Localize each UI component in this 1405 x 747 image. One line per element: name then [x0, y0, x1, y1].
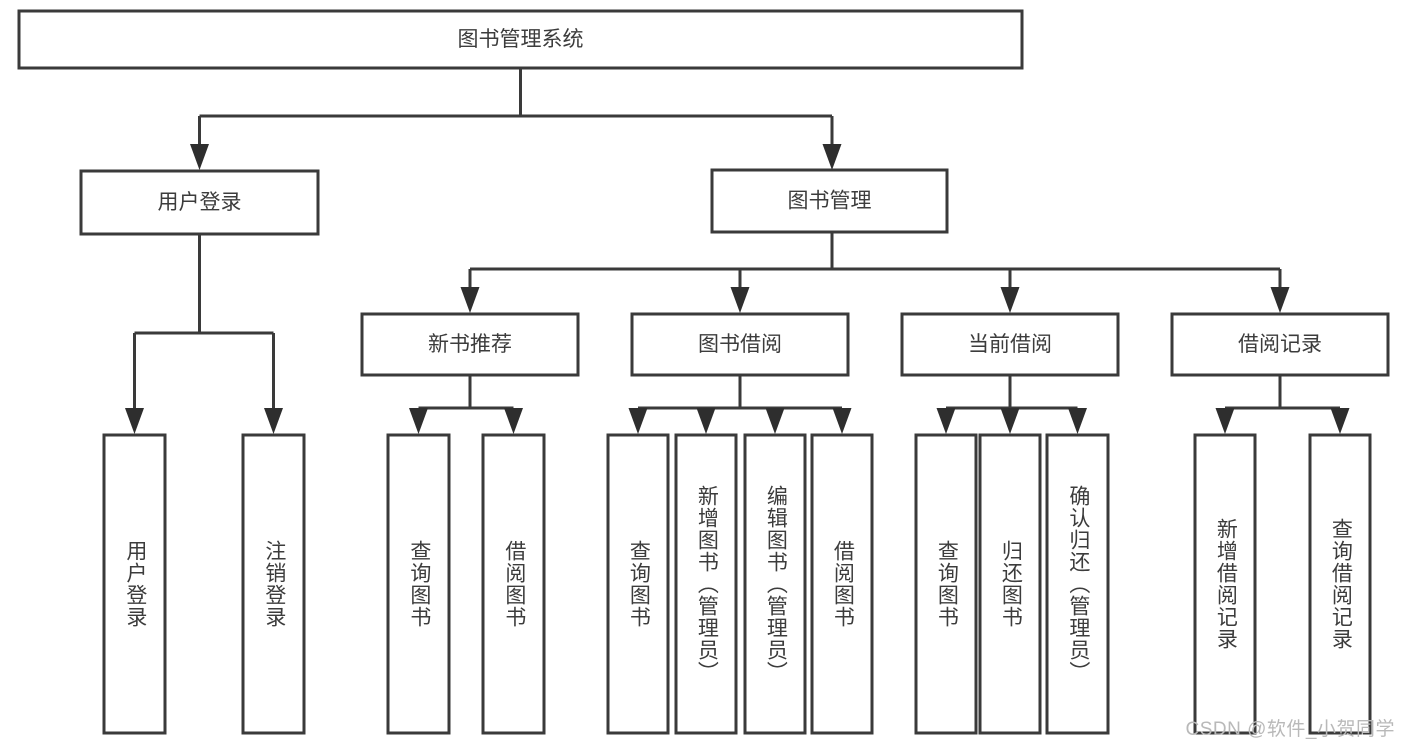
node-label-root: 图书管理系统	[458, 28, 584, 51]
node-leaf-query-record[interactable]	[1308, 433, 1372, 735]
arrow-head-leaf-add-record	[1215, 408, 1235, 434]
node-leaf-logout[interactable]	[241, 433, 306, 735]
node-box-user-login[interactable]	[79, 169, 320, 236]
node-root[interactable]: 图书管理系统	[17, 9, 1024, 70]
node-box-leaf-query-record[interactable]	[1308, 433, 1372, 735]
node-new-book-recommend[interactable]: 新书推荐	[360, 312, 580, 377]
arrow-head-leaf-query-record	[1330, 408, 1350, 434]
node-leaf-query-book-recommend[interactable]	[386, 433, 451, 735]
node-label-new-book-recommend: 新书推荐	[428, 333, 512, 356]
node-label-current-borrow: 当前借阅	[968, 333, 1052, 356]
node-box-book-borrow[interactable]	[630, 312, 850, 377]
node-leaf-query-book[interactable]	[606, 433, 670, 735]
node-box-leaf-confirm-return[interactable]	[1045, 433, 1110, 735]
connectors-borrow-record-to-leaves	[1215, 375, 1350, 434]
connectors-book-borrow-to-leaves	[628, 375, 852, 434]
node-box-leaf-edit-book[interactable]	[743, 433, 807, 735]
node-label-book-borrow: 图书借阅	[698, 333, 782, 356]
node-leaf-confirm-return[interactable]	[1045, 433, 1110, 735]
arrow-head-leaf-query-book-current	[936, 408, 956, 434]
arrow-head-borrow-record	[1270, 287, 1290, 313]
node-borrow-record[interactable]: 借阅记录	[1170, 312, 1390, 377]
arrow-head-leaf-borrow-book-recommend	[504, 408, 523, 434]
arrow-head-user-login	[190, 144, 209, 170]
node-leaf-borrow-book[interactable]	[810, 433, 874, 735]
node-box-current-borrow[interactable]	[900, 312, 1120, 377]
connectors-user-login-to-leaves	[125, 234, 283, 434]
connectors-root-to-level1	[190, 68, 842, 170]
arrow-head-new-book-recommend	[460, 287, 480, 313]
node-leaf-add-book[interactable]	[674, 433, 738, 735]
arrow-head-current-borrow	[1000, 287, 1020, 313]
connectors-book-manage-to-level2	[460, 232, 1290, 313]
node-book-borrow[interactable]: 图书借阅	[630, 312, 850, 377]
node-box-leaf-query-book-current[interactable]	[914, 433, 978, 735]
node-leaf-edit-book[interactable]	[743, 433, 807, 735]
connectors-current-borrow-to-leaves	[936, 375, 1087, 434]
node-leaf-add-record[interactable]	[1193, 433, 1257, 735]
node-user-login[interactable]: 用户登录	[79, 169, 320, 236]
node-box-borrow-record[interactable]	[1170, 312, 1390, 377]
arrow-head-book-manage	[822, 144, 842, 170]
node-box-new-book-recommend[interactable]	[360, 312, 580, 377]
arrow-head-leaf-confirm-return	[1068, 408, 1087, 434]
arrow-head-leaf-borrow-book	[832, 408, 852, 434]
arrow-head-leaf-add-book	[696, 408, 716, 434]
node-label-user-login: 用户登录	[158, 191, 242, 214]
watermark-text: CSDN @软件_小贺同学	[1185, 719, 1395, 740]
node-box-leaf-query-book-recommend[interactable]	[386, 433, 451, 735]
node-box-leaf-user-login[interactable]	[102, 433, 167, 735]
connectors-new-book-recommend-to-leaves	[409, 375, 523, 434]
arrow-head-leaf-user-login	[125, 408, 144, 434]
node-leaf-user-login[interactable]	[102, 433, 167, 735]
node-box-book-manage[interactable]	[710, 168, 949, 234]
node-label-book-manage: 图书管理	[788, 190, 872, 213]
leaf-boxes-group	[102, 433, 1372, 735]
arrow-head-leaf-query-book-recommend	[409, 408, 428, 434]
node-box-root[interactable]	[17, 9, 1024, 70]
node-box-leaf-add-book[interactable]	[674, 433, 738, 735]
arrow-head-leaf-return-book	[1000, 408, 1020, 434]
node-box-leaf-query-book[interactable]	[606, 433, 670, 735]
node-current-borrow[interactable]: 当前借阅	[900, 312, 1120, 377]
node-leaf-return-book[interactable]	[978, 433, 1042, 735]
node-leaf-query-book-current[interactable]	[914, 433, 978, 735]
arrow-head-leaf-logout	[264, 408, 283, 434]
arrow-head-leaf-edit-book	[765, 408, 785, 434]
arrow-head-book-borrow	[730, 287, 750, 313]
node-label-borrow-record: 借阅记录	[1238, 333, 1322, 356]
node-box-leaf-return-book[interactable]	[978, 433, 1042, 735]
node-box-leaf-add-record[interactable]	[1193, 433, 1257, 735]
node-box-leaf-logout[interactable]	[241, 433, 306, 735]
arrow-head-leaf-query-book	[628, 408, 648, 434]
node-book-manage[interactable]: 图书管理	[710, 168, 949, 234]
node-box-leaf-borrow-book-recommend[interactable]	[481, 433, 546, 735]
node-box-leaf-borrow-book[interactable]	[810, 433, 874, 735]
node-leaf-borrow-book-recommend[interactable]	[481, 433, 546, 735]
